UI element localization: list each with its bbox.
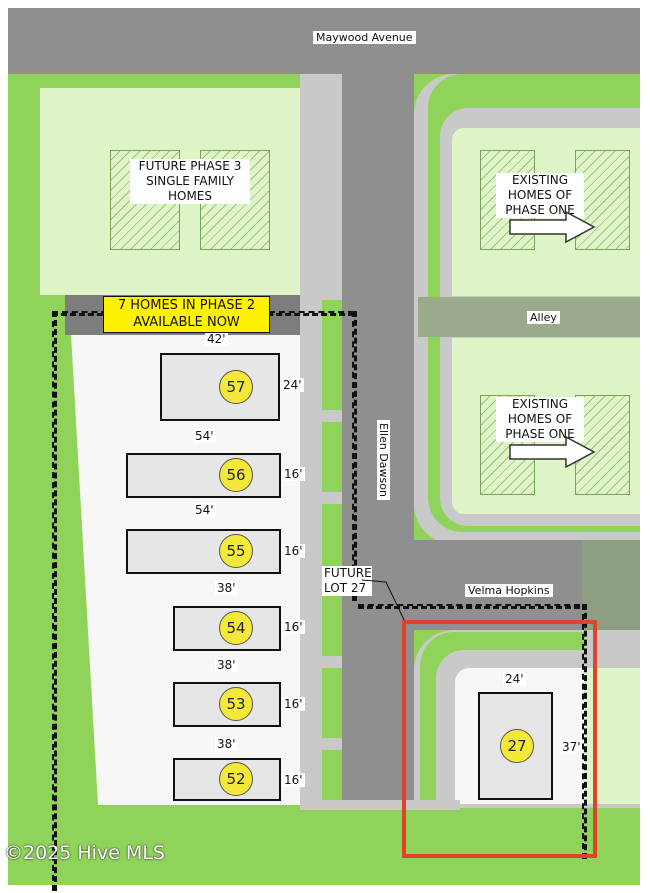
banner-line-1: 7 HOMES IN PHASE 2 [117, 298, 256, 313]
availability-banner: 7 HOMES IN PHASE 2 AVAILABLE NOW [103, 296, 270, 333]
dimension-depth: 16' [282, 773, 305, 787]
bottom-grass [8, 808, 640, 885]
lot-marker-56[interactable]: 56 [219, 458, 253, 492]
phase2-boundary [358, 604, 580, 609]
existing-home-footprint [575, 150, 630, 250]
dimension-width: 38' [215, 658, 238, 672]
phase2-boundary [352, 311, 357, 601]
lot-marker-53[interactable]: 53 [219, 687, 253, 721]
dimension-depth: 16' [282, 467, 305, 481]
dimension-width: 54' [193, 503, 216, 517]
future-phase3-label: FUTURE PHASE 3 SINGLE FAMILY HOMES [130, 159, 250, 204]
lot-57-home[interactable] [160, 353, 280, 421]
watermark: ©2025 Hive MLS [4, 842, 165, 864]
existing-homes-label: EXISTING HOMES OF PHASE ONE [496, 397, 584, 442]
lot-marker-27[interactable]: 27 [500, 729, 534, 763]
banner-line-2: AVAILABLE NOW [133, 315, 240, 330]
lot-marker-55[interactable]: 55 [219, 534, 253, 568]
existing-homes-label: EXISTING HOMES OF PHASE ONE [496, 173, 584, 218]
lot-marker-54[interactable]: 54 [219, 611, 253, 645]
phase2-boundary [52, 311, 57, 891]
dimension-width: 38' [215, 737, 238, 751]
street-label-alley: Alley [527, 311, 560, 324]
lot-53-home[interactable] [173, 682, 281, 727]
street-label-maywood: Maywood Avenue [313, 31, 416, 44]
lot-marker-57[interactable]: 57 [219, 370, 253, 404]
existing-home-footprint [575, 395, 630, 495]
arrow-right-icon [509, 210, 596, 244]
leader-line [361, 579, 407, 625]
velma-hopkins-road-east [582, 540, 640, 630]
dimension-depth: 37' [560, 740, 583, 754]
bottom-sidewalk [300, 800, 460, 810]
dimension-depth: 16' [282, 620, 305, 634]
dimension-width: 42' [205, 332, 228, 346]
street-label-velma-hopkins: Velma Hopkins [465, 584, 553, 597]
dimension-width: 24' [503, 672, 526, 686]
dimension-depth: 16' [282, 697, 305, 711]
dimension-width: 54' [193, 429, 216, 443]
dimension-width: 38' [215, 581, 238, 595]
dimension-depth: 16' [282, 544, 305, 558]
lot-55-home[interactable] [126, 529, 281, 574]
dimension-depth: 24' [281, 378, 304, 392]
lot-56-home[interactable] [126, 453, 281, 498]
street-label-ellen-dawson: Ellen Dawson [377, 420, 390, 500]
lot-marker-52[interactable]: 52 [219, 762, 253, 796]
lot-27-highlight [402, 620, 597, 858]
future-lot-label: FUTURE LOT 27 [322, 566, 372, 596]
arrow-right-icon [509, 435, 596, 469]
